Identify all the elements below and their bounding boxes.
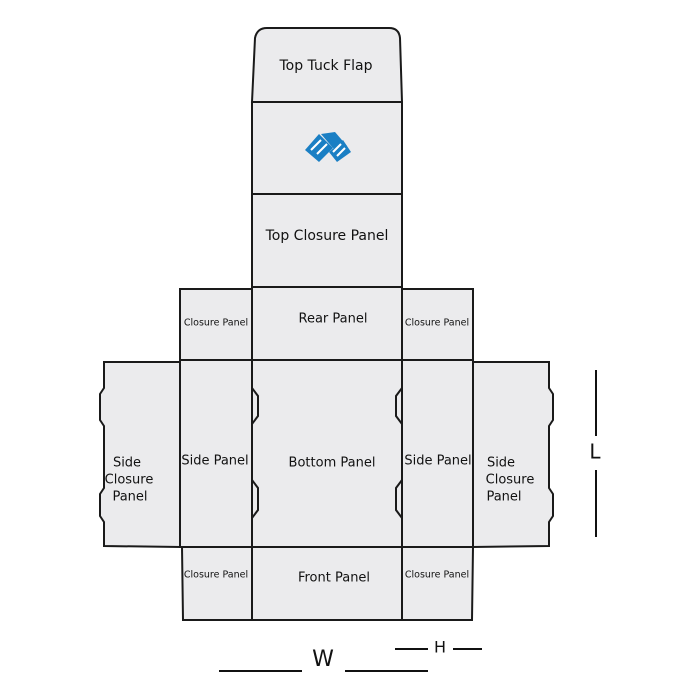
rear-panel: Rear Panel (251, 286, 403, 361)
bottom-panel-label: Bottom Panel (289, 456, 376, 471)
side-closure-left-line1: Side (113, 456, 141, 471)
closure-panel-bottom-left: Closure Panel (180, 546, 253, 621)
side-closure-left-line2: Closure (105, 473, 154, 488)
side-panel-right: Side Panel (401, 359, 474, 548)
bottom-panel: Bottom Panel (251, 359, 403, 548)
height-dimension: H (395, 638, 482, 657)
top-tuck-flap: Top Tuck Flap (250, 27, 404, 103)
closure-panel-bottom-left-label: Closure Panel (184, 570, 248, 581)
logo-panel (251, 101, 403, 195)
length-dimension-label: L (589, 440, 601, 464)
closure-panel-bottom-right: Closure Panel (401, 546, 475, 621)
side-closure-panel-right: Side Closure Panel (472, 361, 554, 549)
closure-panel-top-left: Closure Panel (179, 288, 253, 361)
front-panel-label: Front Panel (298, 571, 370, 586)
closure-panel-top-left-label: Closure Panel (184, 318, 248, 329)
top-closure-panel: Top Closure Panel (251, 193, 403, 288)
side-closure-right-line3: Panel (486, 490, 521, 505)
tuck-slots (251, 387, 403, 519)
closure-panel-top-right-label: Closure Panel (405, 318, 469, 329)
top-tuck-flap-label: Top Tuck Flap (278, 58, 372, 74)
front-panel: Front Panel (251, 546, 403, 621)
brand-logo-icon (305, 132, 351, 162)
length-dimension: L (589, 370, 601, 537)
width-dimension: W (219, 647, 428, 672)
side-panel-left-label: Side Panel (181, 454, 248, 469)
side-panel-left: Side Panel (179, 359, 253, 548)
side-panel-right-label: Side Panel (404, 454, 471, 469)
side-closure-left-line3: Panel (112, 490, 147, 505)
side-closure-panel-left: Side Closure Panel (99, 361, 181, 549)
rear-panel-label: Rear Panel (299, 312, 368, 327)
top-closure-panel-label: Top Closure Panel (265, 228, 389, 244)
closure-panel-bottom-right-label: Closure Panel (405, 570, 469, 581)
width-dimension-label: W (312, 647, 334, 672)
side-closure-right-line2: Closure (486, 473, 535, 488)
closure-panel-top-right: Closure Panel (401, 288, 474, 361)
height-dimension-label: H (434, 638, 446, 657)
side-closure-right-line1: Side (487, 456, 515, 471)
